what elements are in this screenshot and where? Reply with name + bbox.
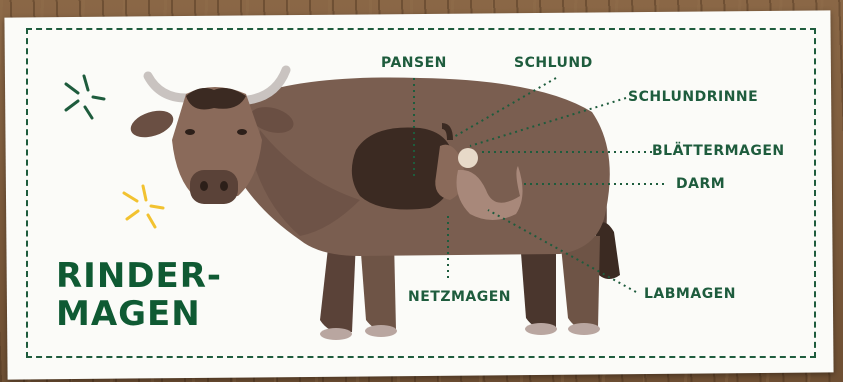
label-labmagen: LABMAGEN [644,286,736,302]
label-schlund: SCHLUND [514,55,593,71]
sparkle-yellow-icon [124,186,163,227]
title-line-1: RINDER- [56,257,222,295]
page-title: RINDER- MAGEN [56,257,222,333]
label-blaettermagen: BLÄTTERMAGEN [652,143,785,159]
title-line-2: MAGEN [56,295,222,333]
label-darm: DARM [676,176,725,192]
label-pansen: PANSEN [381,55,447,71]
label-netzmagen: NETZMAGEN [408,289,511,305]
label-schlundrinne: SCHLUNDRINNE [628,89,758,105]
sparkle-green-icon [66,76,104,118]
blaettermagen-organ [458,148,478,168]
